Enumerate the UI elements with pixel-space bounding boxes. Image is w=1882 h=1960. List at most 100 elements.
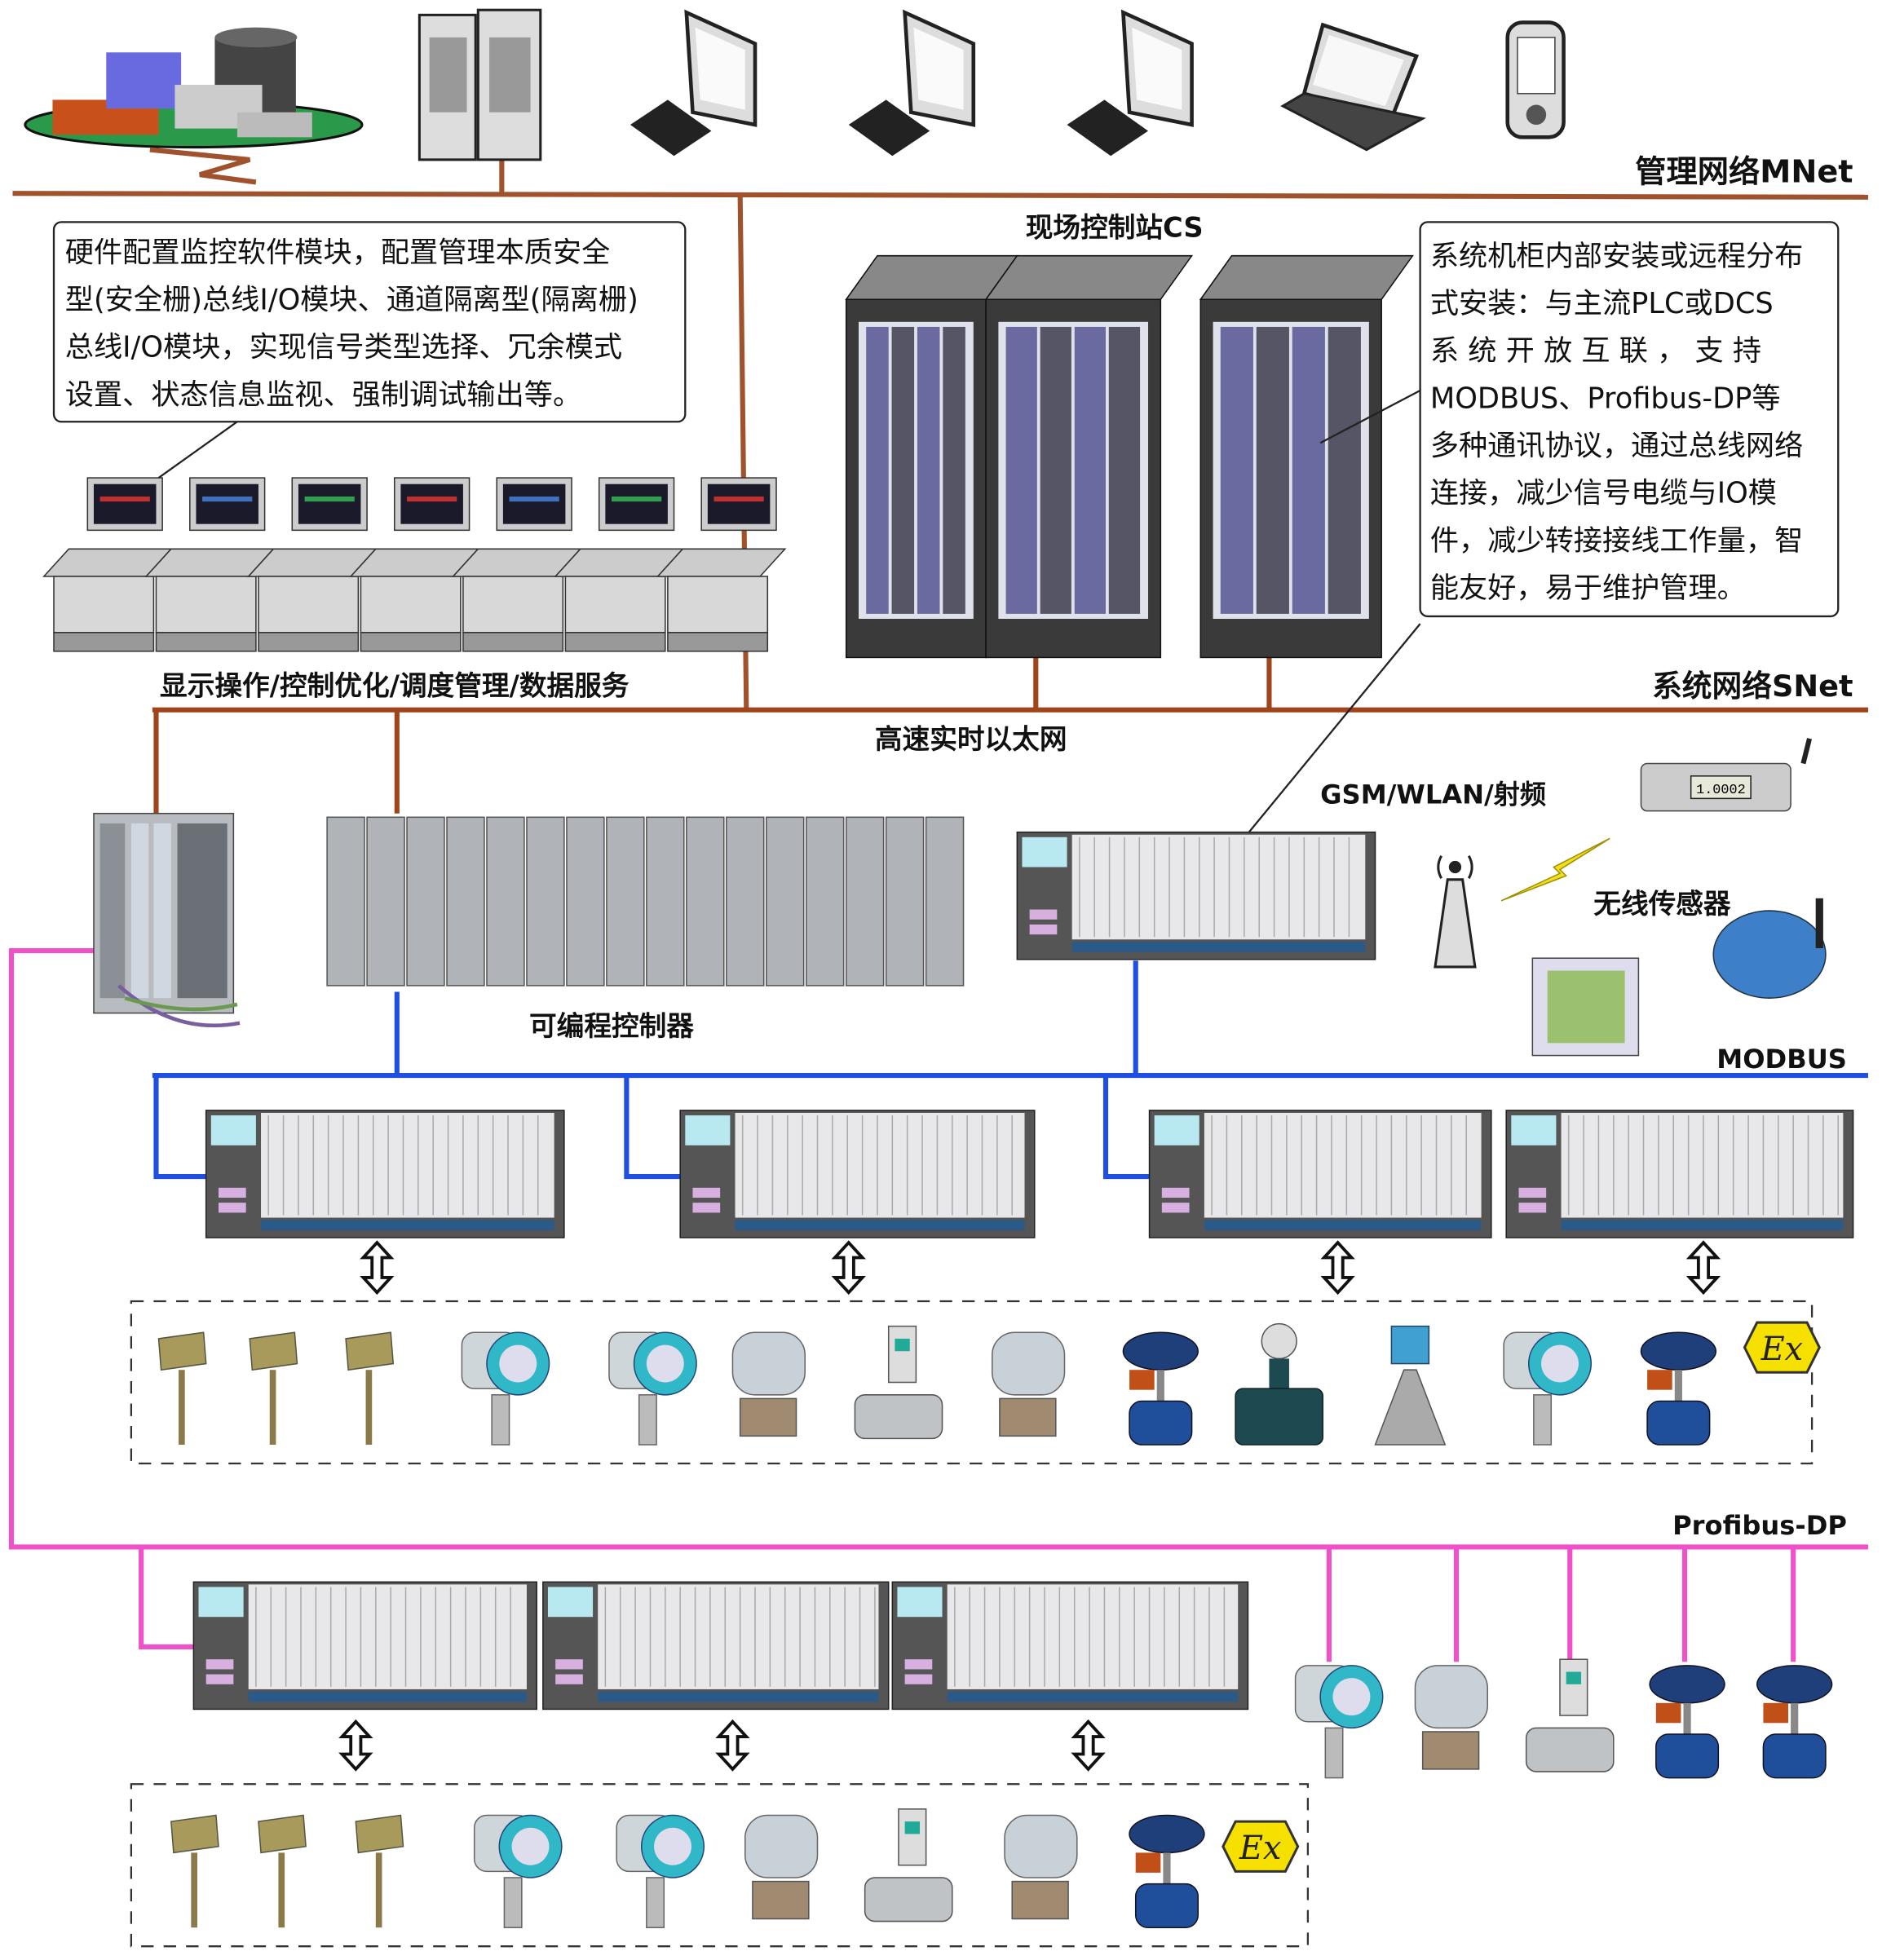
plc-module <box>805 816 845 987</box>
callout-line: 能友好，易于维护管理。 <box>1430 572 1746 605</box>
wireless-label: GSM/WLAN/射频 <box>1320 779 1546 810</box>
wireless-transmitter <box>1712 898 1827 999</box>
modbus-field-devices-group <box>130 1300 1814 1465</box>
pressure-transmitter-icon <box>461 1331 550 1446</box>
pressure-transmitter-icon <box>608 1331 697 1446</box>
plc-module <box>686 816 725 987</box>
control-valve-icon <box>1122 1331 1199 1446</box>
thermocouple-icon <box>157 1331 207 1446</box>
io-rack <box>1148 1110 1492 1238</box>
thermocouple-icon <box>170 1814 219 1928</box>
plc-module <box>566 816 605 987</box>
flowmeter-icon <box>1525 1658 1615 1772</box>
control-station-cabinets <box>845 254 1414 659</box>
plc-module <box>326 816 365 987</box>
operator-console <box>451 477 582 652</box>
profibus-bus <box>8 947 1868 1662</box>
snet-bus <box>152 655 1868 814</box>
operator-stations-label: 显示操作/控制优化/调度管理/数据服务 <box>160 669 630 701</box>
cabinet <box>1199 254 1414 659</box>
io-rack <box>679 1110 1036 1238</box>
pressure-transmitter-icon <box>616 1814 705 1928</box>
operator-console <box>144 477 276 652</box>
dp-transmitter-icon <box>991 1331 1066 1437</box>
bidirectional-arrow-icon <box>831 1240 866 1296</box>
pressure-transmitter-icon <box>1294 1665 1384 1779</box>
control-station-label: 现场控制站CS <box>1026 212 1204 244</box>
magnetic-flowmeter-icon <box>1235 1322 1324 1446</box>
plc-label: 可编程控制器 <box>529 1010 694 1042</box>
plc-module <box>366 816 405 987</box>
plc-module <box>925 816 965 987</box>
thermocouple-icon <box>249 1331 298 1446</box>
wireless-display-sensor: 1.0002 <box>1640 738 1813 812</box>
io-rack <box>891 1581 1249 1711</box>
operator-console <box>554 477 684 652</box>
bidirectional-arrow-icon <box>360 1240 395 1296</box>
io-rack <box>205 1110 565 1238</box>
callout-line: MODBUS、Profibus-DP等 <box>1430 382 1781 415</box>
mnet-label: 管理网络MNet <box>1635 153 1853 190</box>
operator-console <box>42 477 173 652</box>
bidirectional-arrow-icon <box>338 1719 373 1772</box>
dp-transmitter-icon <box>744 1814 819 1920</box>
ex-mark-icon: Ex <box>1743 1321 1821 1374</box>
pda-icon <box>1505 20 1566 139</box>
dp-transmitter-icon <box>1004 1814 1078 1920</box>
bidirectional-arrow-icon <box>715 1719 750 1772</box>
bidirectional-arrow-icon <box>1685 1240 1721 1296</box>
flowmeter-icon <box>854 1325 943 1440</box>
control-valve-icon <box>1640 1331 1717 1446</box>
plc-module <box>486 816 525 987</box>
pressure-transmitter-icon <box>1503 1331 1593 1446</box>
callout-line: 设置、状态信息监视、强制调试输出等。 <box>65 378 581 412</box>
plant-icon <box>24 27 364 185</box>
ethernet-label: 高速实时以太网 <box>875 723 1067 755</box>
operator-console <box>246 477 378 652</box>
control-valve-icon <box>1649 1665 1725 1779</box>
snet-label: 系统网络SNet <box>1652 669 1853 704</box>
callout-line: 总线I/O模块，实现信号类型选择、冗余模式 <box>65 331 622 364</box>
callout-line: 连接，减少信号电缆与IO模 <box>1430 477 1777 510</box>
operator-console <box>656 477 787 652</box>
callout-line: 系统机柜内部安装或远程分布 <box>1430 240 1803 273</box>
thermocouple-icon <box>345 1331 395 1446</box>
cabinet <box>984 254 1194 659</box>
callout-line: 系 统 开 放 互 联 ， 支 持 <box>1430 334 1761 368</box>
callout-software-modules: 硬件配置监控软件模块，配置管理本质安全 型(安全栅)总线I/O模块、通道隔离型(… <box>52 221 687 485</box>
wireless-sensor-label: 无线传感器 <box>1593 888 1731 920</box>
control-valve-icon <box>1756 1665 1833 1779</box>
io-rack <box>192 1581 537 1711</box>
io-rack <box>1505 1110 1854 1238</box>
ex-mark-icon: Ex <box>1222 1820 1300 1873</box>
radar-level-icon <box>1374 1325 1447 1446</box>
thermocouple-icon <box>355 1814 404 1928</box>
dp-transmitter-icon <box>1414 1665 1489 1770</box>
profibus-field-devices-group <box>130 1783 1310 1948</box>
server-icon <box>417 8 542 161</box>
workstation-icon <box>1067 9 1194 157</box>
plc-module <box>526 816 565 987</box>
callout-line: 多种通讯协议，通过总线网络 <box>1430 430 1803 463</box>
plc-rack <box>326 816 965 987</box>
pressure-transmitter-icon <box>473 1814 563 1928</box>
flowmeter-icon <box>864 1808 953 1922</box>
ex-mark-text: Ex <box>1761 1331 1803 1368</box>
plc-module <box>446 816 485 987</box>
bidirectional-arrow-icon <box>1071 1719 1106 1772</box>
io-rack <box>542 1581 890 1711</box>
laptop-icon <box>1280 22 1426 152</box>
plc-module <box>766 816 805 987</box>
callout-line: 硬件配置监控软件模块，配置管理本质安全 <box>65 236 611 269</box>
lightning-icon <box>1500 837 1610 902</box>
plc-module <box>606 816 645 987</box>
dp-transmitter-icon <box>731 1331 806 1437</box>
workstation-icon <box>630 9 758 157</box>
plc-module <box>845 816 885 987</box>
modbus-bus <box>152 960 1868 1180</box>
wireless-io-module <box>1531 957 1640 1057</box>
control-valve-icon <box>1129 1814 1205 1928</box>
sensor-display-value: 1.0002 <box>1696 783 1746 798</box>
